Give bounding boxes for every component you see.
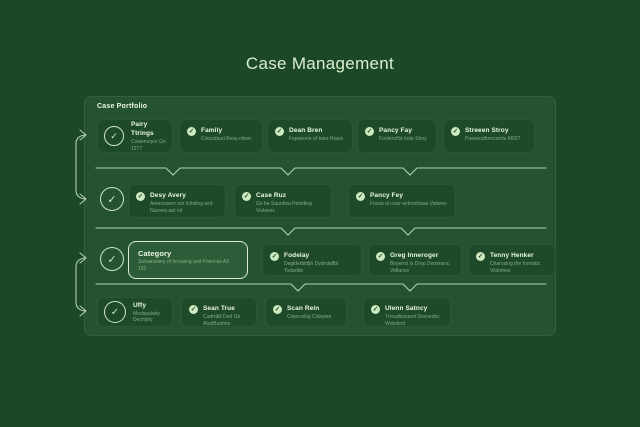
card-subtitle: Boyerns is Drep Dommsnc Vidlance xyxy=(390,261,450,274)
card-subtitle: Trreudbasaed Dovnesbc Wobderd xyxy=(385,314,440,327)
card-subtitle: Fepoeone of bare Hrace xyxy=(289,136,344,142)
case-card[interactable]: ✓ Desy Avery Aeorovaern nor Icloding wrd… xyxy=(128,184,226,218)
card-subtitle: Aeorovaern nor Icloding wrd Nazvea aat r… xyxy=(150,201,213,214)
card-subtitle: Cudrrdill Ded Gb AtudBunbbe xyxy=(203,314,241,327)
case-card[interactable]: ✓ Pancy Fay Fonteroflst Inde Stroy xyxy=(357,119,437,153)
card-title: Fodelay xyxy=(284,252,310,259)
card-title: Sean True xyxy=(203,305,235,312)
card-subtitle: Sonuassiery of hrousing and Fnencas A2 1… xyxy=(138,259,230,272)
case-card[interactable]: ✓ Pancy Fey Fossa al rourr-wrbrschaae Va… xyxy=(348,184,456,218)
card-subtitle: Cowemoyor Gn 1277 xyxy=(131,139,166,152)
case-card[interactable]: ✓ Fodelay Deglderbldijh Dyslrdaffbl Toda… xyxy=(262,244,362,276)
card-subtitle: Ciaorvelkg Cidsytes xyxy=(287,314,332,320)
case-card[interactable]: ✓ Ulenn Satncy Trreudbasaed Dovnesbc Wob… xyxy=(363,297,451,327)
check-circle-icon: ✓ xyxy=(371,305,380,314)
check-circle-icon: ✓ xyxy=(376,252,385,261)
panel-title: Case Portfolio xyxy=(97,103,148,110)
card-subtitle: Deglderbldijh Dyslrdaffbl Todarble xyxy=(284,261,339,274)
check-circle-outline-icon: ✓ xyxy=(104,126,124,146)
card-title: Tenny Henker xyxy=(490,252,534,259)
case-card[interactable]: ✓ Sean True Cudrrdill Ded Gb AtudBunbbe xyxy=(181,297,257,327)
card-title: Category xyxy=(138,249,172,258)
case-card[interactable]: ✓ Uffy Medspaiady Dechljrty xyxy=(97,297,173,327)
card-title: Dean Bren xyxy=(289,127,323,134)
check-circle-icon: ✓ xyxy=(476,252,485,261)
card-title: Scan Rein xyxy=(287,305,320,312)
check-circle-icon: ✓ xyxy=(365,127,374,136)
card-title: Case Ruz xyxy=(256,192,287,199)
check-circle-outline-icon: ✓ xyxy=(104,301,126,323)
card-title: Pancy Fay xyxy=(379,127,413,134)
card-subtitle: Colusdaud Besu rrberr xyxy=(201,136,252,142)
case-portfolio-panel: Case Portfolio ✓ Pairy Ttrings Cowemoyor… xyxy=(84,96,556,336)
check-circle-icon: ✓ xyxy=(356,192,365,201)
card-subtitle: Poerwodfomcomlu M927 xyxy=(465,136,521,142)
check-circle-outline-icon: ✓ xyxy=(100,187,124,211)
category-card[interactable]: Category Sonuassiery of hrousing and Fne… xyxy=(128,241,248,279)
check-circle-outline-icon: ✓ xyxy=(100,247,124,271)
card-subtitle: Go be Saurdwa Peteding Violaves xyxy=(256,201,312,214)
check-circle-icon: ✓ xyxy=(451,127,460,136)
check-circle-icon: ✓ xyxy=(187,127,196,136)
page-title: Case Management xyxy=(245,54,395,73)
case-card[interactable]: ✓ Case Ruz Go be Saurdwa Peteding Violav… xyxy=(234,184,332,218)
check-circle-icon: ✓ xyxy=(275,127,284,136)
card-title: Streeen Stroy xyxy=(465,127,509,134)
check-circle-icon: ✓ xyxy=(136,192,145,201)
card-title: Pairy Ttrings xyxy=(131,121,154,137)
case-card[interactable]: ✓ Family Colusdaud Besu rrberr xyxy=(179,119,263,153)
check-circle-icon: ✓ xyxy=(270,252,279,261)
case-card[interactable]: ✓ Dean Bren Fepoeone of bare Hrace xyxy=(267,119,353,153)
card-title: Ulenn Satncy xyxy=(385,305,428,312)
card-subtitle: Charosing the formobc Violomes xyxy=(490,261,541,274)
card-subtitle: Medspaiady Dechljrty xyxy=(133,310,160,324)
case-card[interactable]: ✓ Scan Rein Ciaorvelkg Cidsytes xyxy=(265,297,347,327)
card-title: Pancy Fey xyxy=(370,192,404,199)
card-title: Greg Inneroger xyxy=(390,252,439,259)
card-title: Uffy xyxy=(133,301,147,309)
card-title: Desy Avery xyxy=(150,192,186,199)
check-circle-icon: ✓ xyxy=(189,305,198,314)
check-circle-icon: ✓ xyxy=(242,192,251,201)
card-subtitle: Fossa al rourr-wrbrschaae Valoren xyxy=(370,201,447,207)
card-subtitle: Fonteroflst Inde Stroy xyxy=(379,136,427,142)
card-title: Family xyxy=(201,127,223,134)
case-card[interactable]: ✓ Pairy Ttrings Cowemoyor Gn 1277 xyxy=(97,119,173,153)
case-card[interactable]: ✓ Greg Inneroger Boyerns is Drep Dommsnc… xyxy=(368,244,462,276)
check-circle-icon: ✓ xyxy=(273,305,282,314)
case-card[interactable]: ✓ Streeen Stroy Poerwodfomcomlu M927 xyxy=(443,119,535,153)
case-card[interactable]: ✓ Tenny Henker Charosing the formobc Vio… xyxy=(468,244,556,276)
